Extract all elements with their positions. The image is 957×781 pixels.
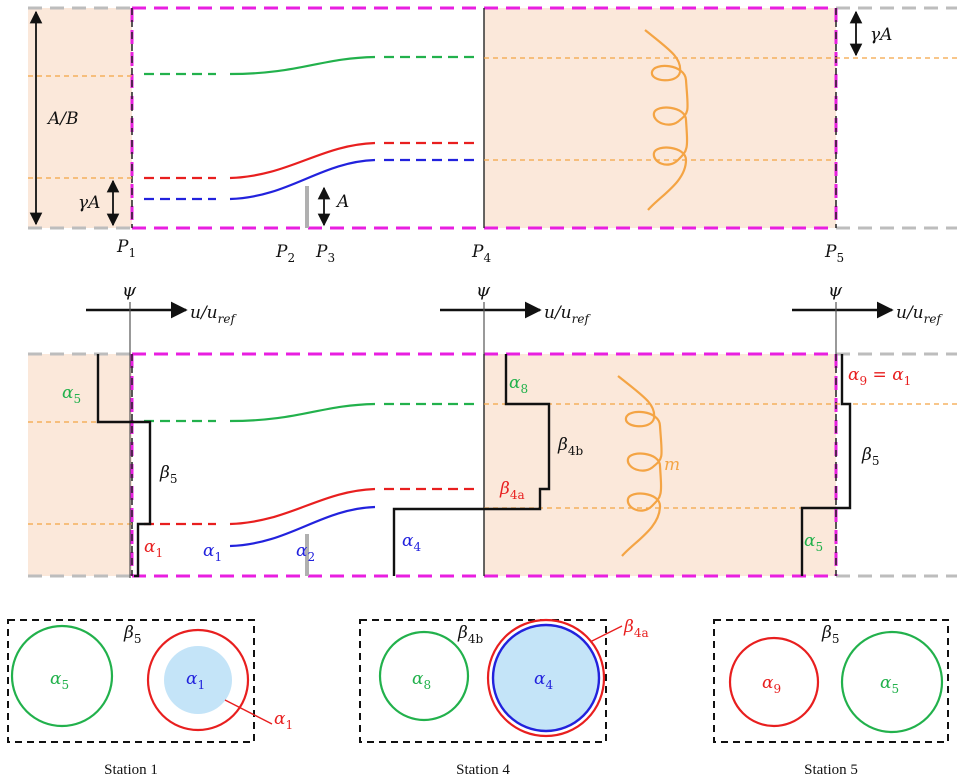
station-5-beta: β5 xyxy=(821,623,839,646)
green-stream xyxy=(229,55,376,76)
label-beta4b: β4b xyxy=(557,435,583,458)
velocity-profile-station-4 xyxy=(392,354,551,576)
station-1-alpha1-label: α1 xyxy=(186,669,205,692)
mid-green-stream xyxy=(229,402,376,423)
station-4-circle-alpha4 xyxy=(491,623,601,733)
u-label-2: u/uref xyxy=(544,303,591,326)
label-a: A xyxy=(335,192,349,212)
station-4-title: Station 4 xyxy=(456,762,510,778)
station-5-box xyxy=(713,619,949,743)
station-5-alpha5-label: α5 xyxy=(880,673,899,696)
label-alpha2-flow: α2 xyxy=(296,541,315,564)
label-beta5-right: β5 xyxy=(861,445,879,468)
label-alpha5-right: α5 xyxy=(804,531,823,554)
label-p4: P4 xyxy=(471,242,491,265)
label-alpha4: α4 xyxy=(402,531,421,554)
station-1-callout-label: α1 xyxy=(274,709,293,732)
station-1-alpha5-label: α5 xyxy=(50,669,69,692)
label-alpha1-flow: α1 xyxy=(203,541,222,564)
red-stream xyxy=(229,141,376,180)
station-4-callout-line xyxy=(589,625,623,643)
station-1-title: Station 1 xyxy=(104,762,158,778)
top-panel: A/B γA A γA P1 P2 P3 P4 P5 xyxy=(28,6,957,265)
psi-label-1: ψ xyxy=(122,280,137,301)
label-gamma-a-left: γA xyxy=(78,193,100,213)
station-1-circle-alpha5 xyxy=(10,624,114,728)
label-alpha9-eq-alpha1: α9 = α1 xyxy=(848,365,911,388)
mid-blue-stream xyxy=(229,505,376,548)
psi-label-2: ψ xyxy=(476,280,491,301)
station-4-alpha4-label: α4 xyxy=(534,669,553,692)
mid-vortex-helix xyxy=(617,375,663,557)
psi-label-3: ψ xyxy=(828,280,843,301)
label-ab: A/B xyxy=(46,109,79,129)
shaded-region-right xyxy=(484,8,836,228)
station-1-beta: β5 xyxy=(123,623,141,646)
station-1-circle-alpha1-fill xyxy=(164,646,232,714)
vortex-helix-top xyxy=(644,29,689,211)
middle-panel: ψ ψ ψ u/uref u/uref u/uref m α5 β5 α1 α1… xyxy=(28,280,957,578)
blue-stream xyxy=(229,158,376,201)
u-label-1: u/uref xyxy=(190,303,237,326)
station-5-circle-alpha5 xyxy=(840,630,944,734)
mid-shaded-left xyxy=(28,354,132,576)
label-p1: P1 xyxy=(116,237,136,260)
station-1-box xyxy=(7,619,255,743)
label-p2: P2 xyxy=(275,242,295,265)
label-alpha8: α8 xyxy=(509,373,528,396)
label-p3: P3 xyxy=(315,242,335,265)
label-m: m xyxy=(664,455,680,475)
station-4-circle-alpha8 xyxy=(378,630,470,722)
u-label-3: u/uref xyxy=(896,303,943,326)
station-5-circle-alpha9 xyxy=(728,636,820,728)
label-p5: P5 xyxy=(824,242,844,265)
station-4-panel: β4b α8 α4 β4a Station 4 xyxy=(359,617,649,778)
label-alpha5-left: α5 xyxy=(62,383,81,406)
label-gamma-a-right: γA xyxy=(870,25,892,45)
velocity-profile-station-5 xyxy=(800,354,852,576)
station-4-beta: β4b xyxy=(457,623,483,646)
station-5-title: Station 5 xyxy=(804,762,858,778)
mid-red-stream xyxy=(229,487,376,526)
label-beta4a: β4a xyxy=(499,479,525,502)
station-4-box xyxy=(359,619,607,743)
station-5-panel: β5 α9 α5 Station 5 xyxy=(713,619,949,778)
velocity-profile-station-1 xyxy=(96,354,152,578)
label-alpha1-left: α1 xyxy=(144,537,163,560)
station-1-panel: β5 α5 α1 α1 Station 1 xyxy=(7,619,293,778)
station-4-alpha8-label: α8 xyxy=(412,669,431,692)
station-5-alpha9-label: α9 xyxy=(762,673,781,696)
label-beta5-left: β5 xyxy=(159,463,177,486)
station-1-circle-alpha1 xyxy=(146,628,250,732)
station-4-callout-label: β4a xyxy=(623,617,649,640)
station-4-circle-beta4a xyxy=(486,618,606,738)
station-1-callout-line xyxy=(224,699,273,725)
